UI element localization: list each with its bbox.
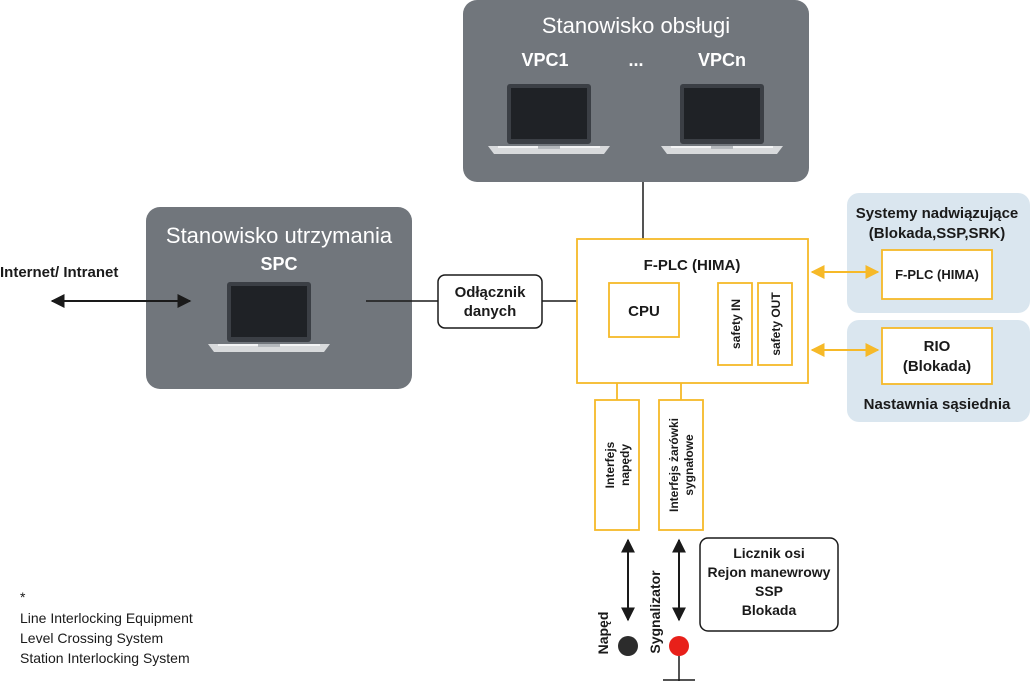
other-systems-line4: Blokada — [742, 602, 797, 618]
footnote-line3: Station Interlocking System — [20, 650, 190, 666]
bulb-interface-box: Interfejs żarówki sygnałowe — [658, 399, 704, 531]
footnote-asterisk: * — [20, 589, 26, 605]
signal-label: Sygnalizator — [647, 570, 663, 654]
safety-in-box — [717, 282, 753, 366]
fplc-box: F-PLC (HIMA) CPU safety IN safety OUT — [576, 238, 809, 384]
neighbor-station-label: Nastawnia sąsiednia — [864, 396, 1011, 413]
data-diode-box: Odłącznik danych — [437, 274, 543, 329]
ellipsis-label: ... — [628, 50, 643, 70]
connected-systems-title1: Systemy nadwiązujące — [856, 205, 1019, 222]
safety-out-label: safety OUT — [769, 292, 783, 356]
signal-light-icon — [663, 636, 695, 681]
cpu-box — [608, 282, 680, 338]
maintenance-station-title: Stanowisko utrzymania — [166, 223, 393, 248]
drive-icon — [618, 636, 638, 656]
other-systems-line1: Licznik osi — [733, 545, 805, 561]
safety-in-label: safety IN — [729, 299, 743, 349]
drive-interface-line2: napędy — [618, 444, 632, 486]
drive-label: Napęd — [595, 612, 611, 655]
other-systems-line2: Rejon manewrowy — [708, 564, 831, 580]
drive-interface-box: Interfejs napędy — [594, 399, 640, 531]
operator-station-title: Stanowisko obsługi — [542, 13, 730, 38]
other-systems-box: Licznik osi Rejon manewrowy SSP Blokada — [699, 537, 839, 632]
cpu-label: CPU — [628, 303, 660, 320]
connected-systems-title2: (Blokada,SSP,SRK) — [869, 225, 1005, 242]
operator-station-panel: Stanowisko obsługi VPC1 ... VPCn — [463, 0, 809, 182]
data-diode-line2: danych — [464, 303, 517, 320]
spc-label: SPC — [260, 254, 297, 274]
footnote: * Line Interlocking Equipment Level Cros… — [20, 589, 193, 666]
fplc-title: F-PLC (HIMA) — [644, 257, 741, 274]
remote-fplc-box — [881, 249, 993, 300]
internet-label: Internet/ Intranet — [0, 264, 118, 281]
rio-box — [881, 327, 993, 385]
other-systems-line3: SSP — [755, 583, 783, 599]
rio-label1: RIO — [924, 338, 951, 355]
vpcn-label: VPCn — [698, 50, 746, 70]
drive-interface-line1: Interfejs — [603, 441, 617, 488]
vpc1-label: VPC1 — [521, 50, 568, 70]
maintenance-station-panel: Stanowisko utrzymania SPC — [146, 207, 412, 389]
bulb-interface-line1: Interfejs żarówki — [667, 418, 681, 512]
neighbor-station-panel: RIO (Blokada) Nastawnia sąsiednia — [847, 320, 1030, 422]
footnote-line2: Level Crossing System — [20, 630, 163, 646]
footnote-line1: Line Interlocking Equipment — [20, 610, 193, 626]
connected-systems-panel: Systemy nadwiązujące (Blokada,SSP,SRK) F… — [847, 193, 1030, 313]
data-diode-line1: Odłącznik — [455, 284, 527, 301]
safety-out-box — [757, 282, 793, 366]
bulb-interface-line2: sygnałowe — [682, 434, 696, 496]
remote-fplc-label: F-PLC (HIMA) — [895, 267, 979, 282]
rio-label2: (Blokada) — [903, 358, 971, 375]
